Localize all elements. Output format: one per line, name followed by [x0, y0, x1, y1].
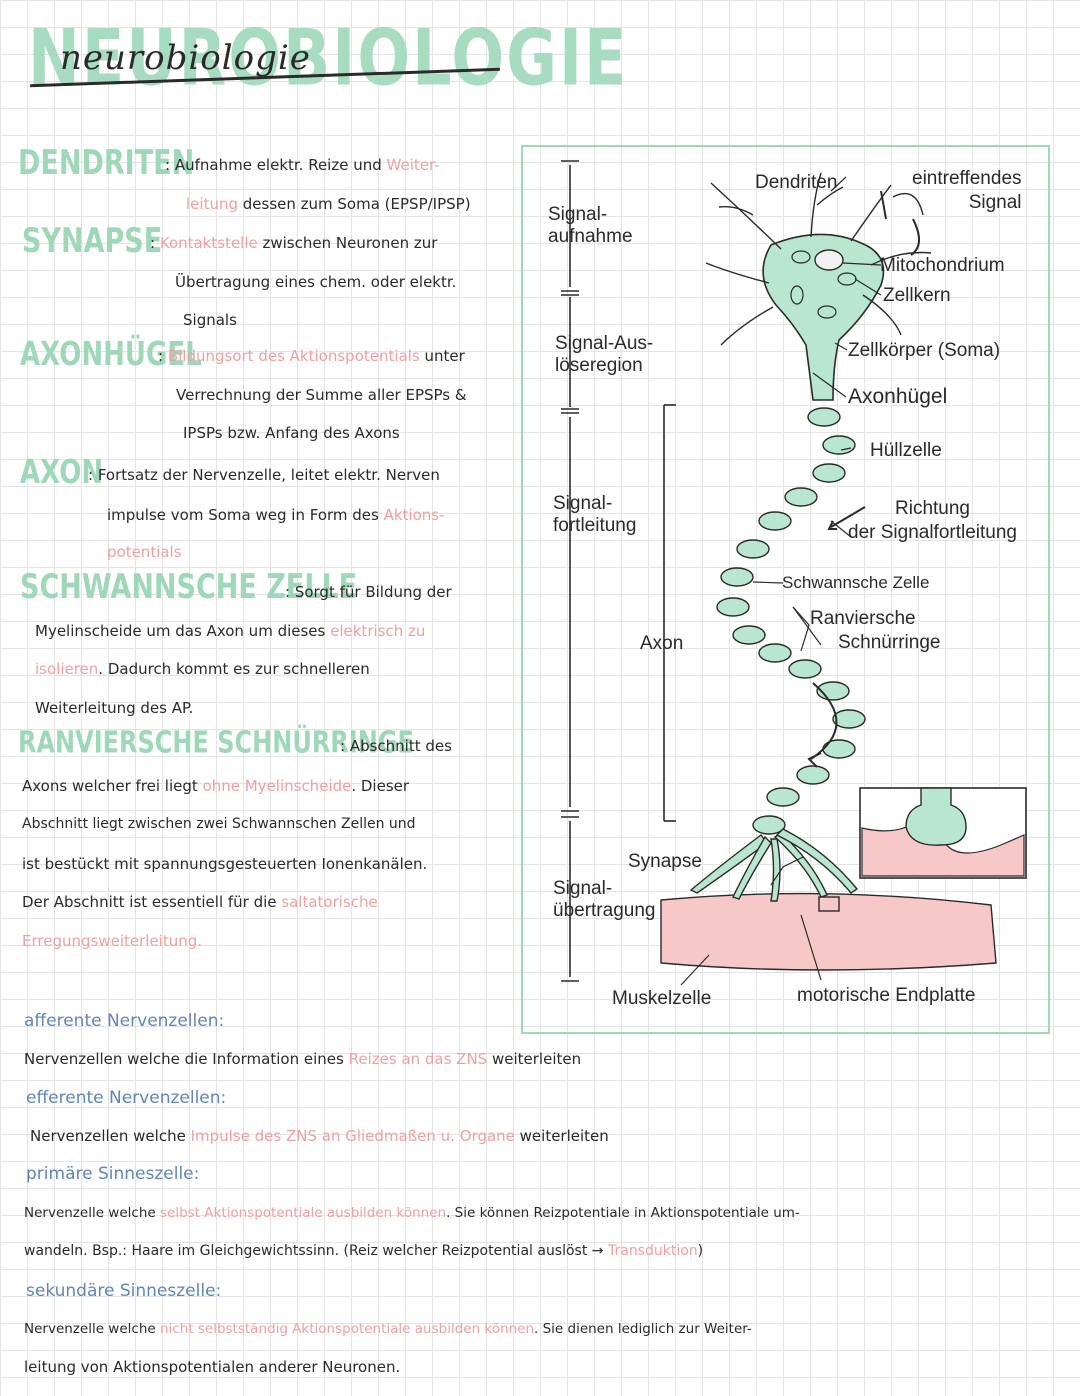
mitochondrion — [790, 285, 804, 305]
label-signalaufnahme: Signal-aufnahme — [548, 204, 633, 247]
dendriten-line1: : Aufnahme elektr. Reize und Weiter- — [165, 156, 440, 174]
primaer-title: primäre Sinneszelle: — [26, 1164, 200, 1184]
label-mitochondrium: Mitochondrium — [880, 255, 1005, 276]
title-script: neurobiologie — [60, 38, 311, 78]
sekundaer-title: sekundäre Sinneszelle: — [26, 1281, 222, 1301]
term-axonhuegel: AXONHÜGEL — [20, 336, 202, 374]
inset-terminal — [905, 787, 967, 846]
label-axon: Axon — [640, 633, 684, 654]
neuron-diagram-frame — [521, 145, 1050, 1034]
label-muskelzelle: Muskelzelle — [612, 988, 712, 1009]
mitochondrion — [817, 305, 837, 319]
schwann-line2: Myelinscheide um das Axon um dieses elek… — [35, 622, 426, 640]
label-schwannsche-zelle: Schwannsche Zelle — [782, 573, 930, 592]
ranvier-line5: Der Abschnitt ist essentiell für die sal… — [22, 893, 378, 911]
ranvier-line2: Axons welcher frei liegt ohne Myelinsche… — [22, 777, 410, 795]
title-block: NEUROBIOLOGIE — [28, 12, 629, 104]
primaer-line1: Nervenzelle welche selbst Aktionspotenti… — [24, 1205, 800, 1221]
ranvier-line3: Abschnitt liegt zwischen zwei Schwannsch… — [22, 816, 416, 832]
dendriten-line2: leitung dessen zum Soma (EPSP/IPSP) — [186, 195, 471, 213]
label-synapse: Synapse — [628, 851, 702, 872]
neuron-diagram — [561, 160, 1027, 986]
axonhuegel-line3: IPSPs bzw. Anfang des Axons — [183, 424, 400, 442]
label-dendriten: Dendriten — [755, 172, 838, 193]
muscle-cell — [660, 892, 997, 971]
term-synapse: SYNAPSE — [22, 222, 163, 261]
label-signalfortleitung: Signal-fortleitung — [553, 493, 637, 536]
label-motorische-endplatte: motorische Endplatte — [797, 985, 976, 1006]
label-axonhuegel: Axonhügel — [848, 385, 948, 408]
term-axon: AXON — [20, 454, 104, 492]
afferent-title: afferente Nervenzellen: — [24, 1011, 225, 1031]
myelin-sheath — [716, 407, 866, 835]
efferent-text: Nervenzellen welche Impulse des ZNS an G… — [30, 1127, 609, 1145]
sekundaer-line1: Nervenzelle welche nicht selbstständig A… — [24, 1321, 752, 1337]
term-ranvier: RANVIERSCHE SCHNÜRRINGE — [18, 725, 414, 760]
axon-line2: impulse vom Soma weg in Form des Aktions… — [107, 506, 445, 524]
inset-marker — [818, 896, 840, 912]
afferent-text: Nervenzellen welche die Information eine… — [24, 1050, 582, 1068]
term-dendriten: DENDRITEN — [18, 144, 195, 183]
schwann-line3: isolieren. Dadurch kommt es zur schnelle… — [35, 660, 370, 678]
label-zellkoerper: Zellkörper (Soma) — [848, 340, 1001, 361]
ranvier-line6: Erregungsweiterleitung. — [22, 932, 203, 950]
label-zellkern: Zellkern — [883, 285, 951, 306]
mitochondrion — [837, 272, 857, 286]
region-brackets — [561, 160, 676, 982]
sekundaer-line2: leitung von Aktionspotentialen anderer N… — [24, 1358, 401, 1376]
leader-lines — [680, 176, 882, 986]
direction-arrow — [807, 190, 920, 768]
label-signaluebertragung: Signal-übertragung — [553, 878, 656, 921]
synapse-line2: Übertragung eines chem. oder elektr. — [175, 273, 457, 291]
axonhuegel-line2: Verrechnung der Summe aller EPSPs & — [176, 386, 467, 404]
label-huellzelle: Hüllzelle — [870, 440, 942, 461]
primaer-line2: wandeln. Bsp.: Haare im Gleichgewichtssi… — [24, 1243, 704, 1259]
axon-line3: potentials — [107, 543, 182, 561]
mitochondrion — [791, 250, 811, 264]
axonhuegel-line1: : Bildungsort des Aktionspotentials unte… — [158, 347, 465, 365]
dendrite-lines — [705, 172, 932, 346]
schwann-line4: Weiterleitung des AP. — [35, 699, 194, 717]
axon-terminals — [689, 828, 859, 902]
schwann-line1: : Sorgt für Bildung der — [285, 583, 452, 601]
term-schwann: SCHWANNSCHE ZELLE — [20, 568, 358, 607]
synapse-line1: : Kontaktstelle zwischen Neuronen zur — [150, 234, 438, 252]
efferent-title: efferente Nervenzellen: — [26, 1088, 227, 1108]
axon-line1: : Fortsatz der Nervenzelle, leitet elekt… — [88, 466, 440, 484]
nucleus — [814, 249, 844, 271]
ranvier-line4: ist bestückt mit spannungsgesteuerten Io… — [22, 855, 428, 873]
ranvier-line1: : Abschnitt des — [340, 737, 452, 755]
synapse-line3: Signals — [183, 311, 237, 329]
label-ausloeseregion: Signal-Aus-löseregion — [555, 333, 654, 376]
